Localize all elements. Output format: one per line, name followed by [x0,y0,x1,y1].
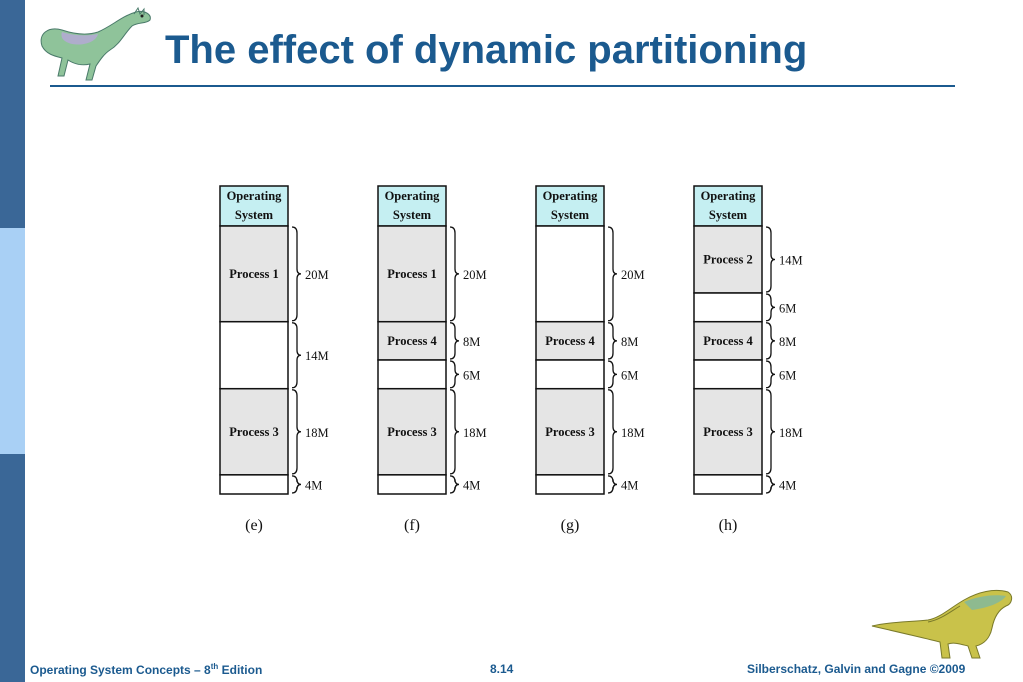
size-label: 8M [621,335,638,349]
size-label: 18M [779,426,803,440]
size-brace [291,475,302,494]
os-label-line2: System [709,208,748,222]
size-label: 4M [779,478,796,492]
size-brace [765,322,776,360]
free-block [377,474,447,495]
process-block [219,225,289,323]
process-block [693,225,763,294]
size-brace [449,226,460,322]
size-label: 8M [463,335,480,349]
os-label-line1: Operating [543,189,599,203]
footer-book-title: Operating System Concepts – 8th Edition [30,662,263,677]
process-label: Process 3 [703,425,752,439]
footer-copyright: Silberschatz, Galvin and Gagne ©2009 [747,662,966,676]
size-brace [291,322,302,389]
diagram-caption: (f) [404,517,420,534]
size-brace [607,389,618,475]
free-block [693,474,763,495]
size-label: 20M [621,268,645,282]
os-block [693,185,763,227]
process-label: Process 4 [703,334,753,348]
size-label: 4M [305,478,322,492]
process-label: Process 2 [703,253,752,267]
free-block [219,474,289,495]
free-block [693,292,763,323]
diagram-caption: (e) [245,517,263,534]
os-label-line2: System [393,208,432,222]
process-label: Process 4 [545,334,595,348]
free-block [219,320,289,390]
size-label: 8M [779,335,796,349]
size-label: 20M [463,268,487,282]
size-label: 14M [779,254,803,268]
process-label: Process 3 [387,425,436,439]
size-brace [607,360,618,389]
slide-title: The effect of dynamic partitioning [165,28,808,72]
free-block [535,225,605,323]
size-label: 6M [779,368,796,382]
size-brace [449,475,460,494]
process-label: Process 3 [545,425,594,439]
size-label: 6M [621,368,638,382]
process-label: Process 3 [229,425,278,439]
size-label: 14M [305,349,329,363]
size-brace [449,360,460,389]
title-underline [50,85,955,87]
size-brace [765,389,776,475]
dinosaur-footer-icon [871,589,1013,659]
os-block [535,185,605,227]
os-block [377,185,447,227]
size-brace [607,322,618,360]
free-block [535,359,605,390]
os-label-line2: System [551,208,590,222]
left-sidebar-band [0,0,25,682]
process-block [219,387,289,476]
free-block [693,359,763,390]
os-block [219,185,289,227]
size-brace [607,226,618,322]
process-label: Process 1 [387,267,436,281]
size-brace [765,360,776,389]
size-label: 18M [305,426,329,440]
os-label-line1: Operating [385,189,441,203]
process-label: Process 4 [387,334,437,348]
size-brace [449,389,460,475]
size-brace [291,389,302,475]
size-label: 4M [463,478,480,492]
diagram-caption: (g) [561,517,580,534]
os-label-line2: System [235,208,274,222]
size-label: 20M [305,268,329,282]
size-brace [291,226,302,322]
process-block [535,387,605,476]
free-block [377,359,447,390]
size-brace [607,475,618,494]
footer-slide-number: 8.14 [490,662,514,676]
process-block [693,387,763,476]
dinosaur-logo-icon [40,6,151,81]
process-label: Process 1 [229,267,278,281]
os-label-line1: Operating [701,189,757,203]
size-label: 18M [463,426,487,440]
sidebar-highlight [0,228,25,454]
size-brace [449,322,460,360]
diagram-caption: (h) [719,517,738,534]
size-brace [765,475,776,494]
size-label: 6M [463,368,480,382]
size-brace [765,293,776,322]
size-label: 6M [779,301,796,315]
size-label: 4M [621,478,638,492]
process-block [535,320,605,361]
size-brace [765,226,776,293]
free-block [535,474,605,495]
os-label-line1: Operating [227,189,283,203]
size-label: 18M [621,426,645,440]
